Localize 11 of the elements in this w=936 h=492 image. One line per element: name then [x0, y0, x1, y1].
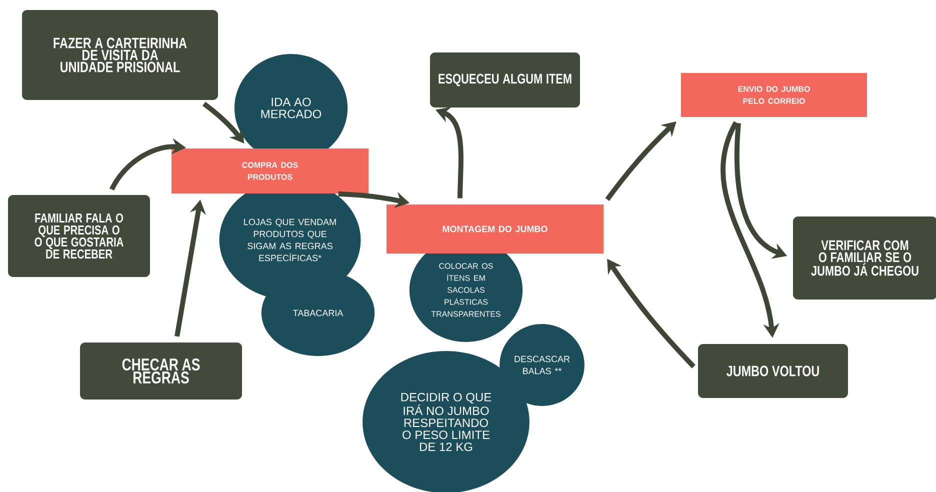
step-box: FAMILIAR FALA O QUE PRECISA O O QUE GOSTARIA DE RECEBER — [8, 195, 150, 277]
step-box: FAZER A CARTEIRINHA DE VISITA DA UNIDADE PRISIONAL — [22, 10, 218, 100]
node-label: TABACARIA — [293, 310, 344, 316]
step-box: ESQUECEU ALGUM ITEM — [430, 52, 580, 108]
step-box: JUMBO VOLTOU — [698, 344, 848, 398]
step-box: CHECAR AS REGRAS — [80, 342, 242, 400]
stage-box: ENVIO DO JUMBO PELO CORREIO — [681, 73, 867, 117]
step-box: VERIFICAR COM O FAMILIAR SE O JUMBO JÁ CHEGOU — [793, 216, 936, 300]
stage-box: MONTAGEM DO JUMBO — [386, 204, 604, 254]
node-label: LOJAS QUE VENDAM PRODUTOS QUE SIGAM AS REGRAS ESPECÍFICAS* — [244, 218, 336, 262]
stage-box: COMPRA DOS PRODUTOS — [172, 148, 368, 194]
